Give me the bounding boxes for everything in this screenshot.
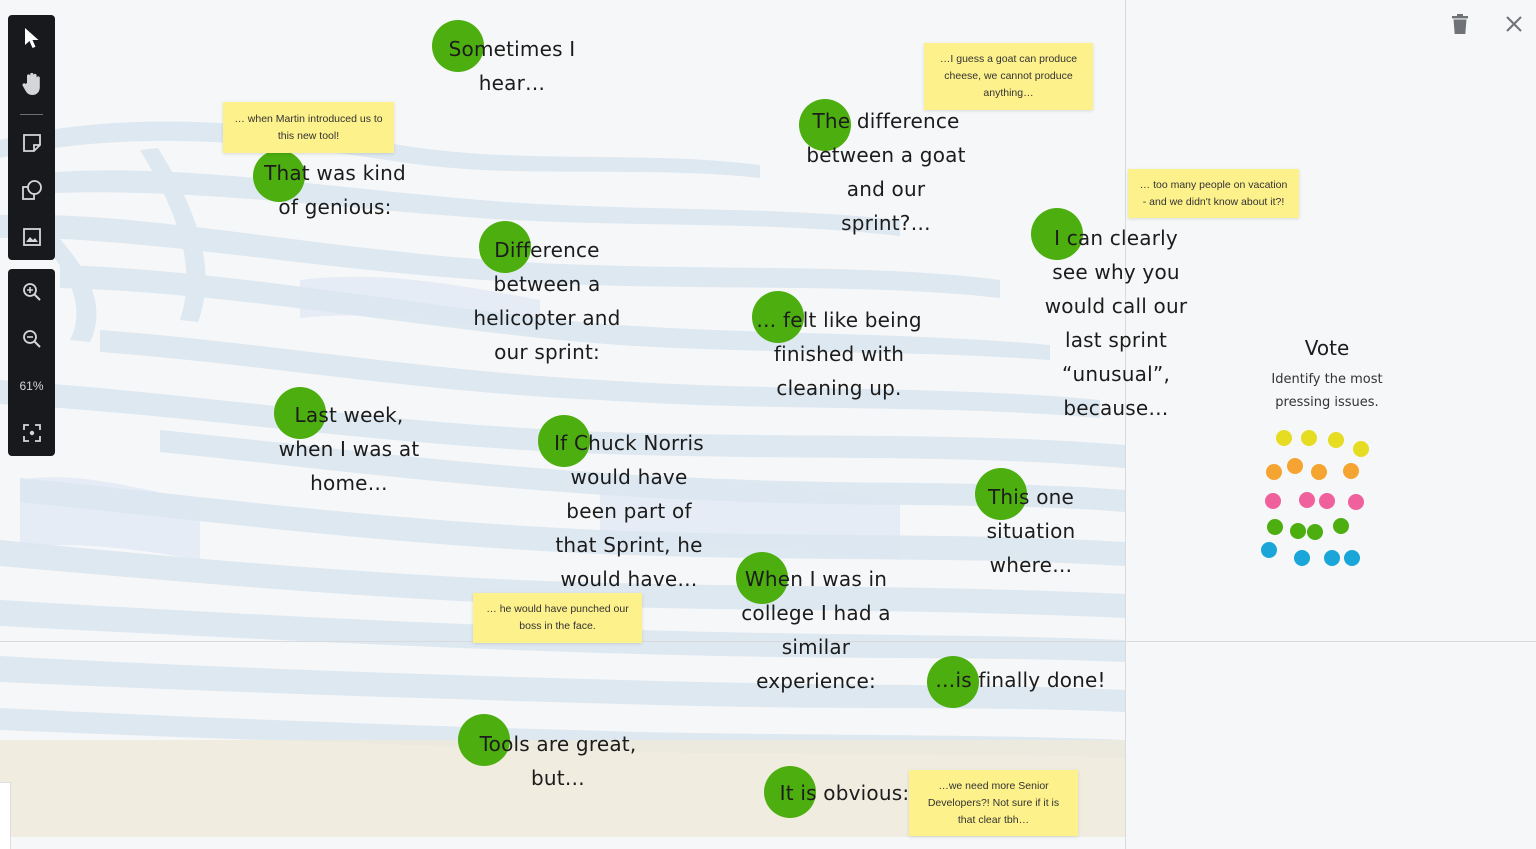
phrase-card[interactable]: This one situation where…	[986, 485, 1076, 577]
vote-dot-orange[interactable]	[1287, 458, 1303, 474]
toolbar-separator	[20, 114, 43, 115]
phrase-card[interactable]: Last week, when I was at home…	[278, 403, 420, 495]
sticky-note[interactable]: … too many people on vacation - and we d…	[1128, 169, 1299, 218]
sticky-note[interactable]: …we need more Senior Developers?! Not su…	[909, 770, 1078, 836]
green-marker[interactable]	[752, 291, 804, 343]
trash-icon	[1452, 14, 1468, 34]
zoom-level[interactable]: 61%	[19, 379, 44, 393]
phrase-card[interactable]: The difference between a goat and our sp…	[806, 109, 966, 235]
zoom-out-button[interactable]	[8, 320, 55, 358]
fit-to-screen-button[interactable]	[8, 414, 55, 452]
image-tool[interactable]	[8, 218, 55, 256]
green-marker[interactable]	[479, 221, 531, 273]
vote-dot-pink[interactable]	[1299, 492, 1315, 508]
vote-dot-green[interactable]	[1333, 518, 1349, 534]
phrase-card[interactable]: Tools are great, but…	[479, 732, 637, 790]
horizontal-divider	[0, 641, 1536, 642]
vote-dot-yellow[interactable]	[1276, 430, 1292, 446]
pointer-icon	[24, 28, 38, 48]
vote-dot-blue[interactable]	[1261, 542, 1277, 558]
vote-dot-pink[interactable]	[1348, 494, 1364, 510]
sticky-note[interactable]: … he would have punched our boss in the …	[473, 593, 642, 643]
green-marker[interactable]	[274, 387, 326, 439]
zoom-in-button[interactable]	[8, 273, 55, 311]
green-marker[interactable]	[1031, 208, 1083, 260]
close-icon	[1506, 16, 1522, 32]
vote-dot-pink[interactable]	[1319, 493, 1335, 509]
green-marker[interactable]	[432, 20, 484, 72]
vote-dot-blue[interactable]	[1294, 550, 1310, 566]
vote-dot-orange[interactable]	[1311, 464, 1327, 480]
vote-title: Vote	[1304, 336, 1350, 360]
offscreen-card-edge	[0, 782, 11, 849]
green-marker[interactable]	[764, 766, 816, 818]
view-toolbar: 61%	[8, 269, 55, 456]
phrase-card[interactable]: When I was in college I had a similar ex…	[741, 567, 891, 693]
phrase-card[interactable]: It is obvious:	[779, 781, 910, 805]
close-button[interactable]	[1502, 12, 1526, 36]
sticky-note[interactable]: … when Martin introduced us to this new …	[223, 102, 394, 153]
green-marker[interactable]	[253, 150, 305, 202]
phrase-card[interactable]: If Chuck Norris would have been part of …	[554, 431, 704, 591]
main-toolbar	[8, 15, 55, 260]
shapes-icon	[21, 180, 42, 200]
green-marker[interactable]	[736, 552, 788, 604]
zoom-in-icon	[22, 283, 41, 301]
pan-tool[interactable]	[8, 65, 55, 103]
vote-dot-orange[interactable]	[1266, 464, 1282, 480]
sticky-note-tool[interactable]	[8, 124, 55, 162]
vote-dot-yellow[interactable]	[1328, 432, 1344, 448]
fit-screen-icon	[22, 424, 41, 442]
phrase-card[interactable]: Difference between a helicopter and our …	[473, 238, 621, 364]
vote-subtitle: Identify the most pressing issues.	[1271, 372, 1383, 410]
phrase-card[interactable]: Sometimes I hear…	[448, 37, 576, 95]
phrase-card[interactable]: … felt like being finished with cleaning…	[756, 308, 922, 400]
green-marker[interactable]	[975, 468, 1027, 520]
phrase-card[interactable]: That was kind of genious:	[264, 161, 406, 219]
vote-dot-yellow[interactable]	[1353, 441, 1369, 457]
shapes-tool[interactable]	[8, 171, 55, 209]
vote-dot-pink[interactable]	[1265, 493, 1281, 509]
delete-button[interactable]	[1448, 12, 1472, 36]
vote-dot-orange[interactable]	[1343, 463, 1359, 479]
zoom-out-icon	[22, 330, 41, 348]
vote-dot-blue[interactable]	[1324, 550, 1340, 566]
select-tool[interactable]	[8, 19, 55, 57]
vote-dot-green[interactable]	[1267, 519, 1283, 535]
sticky-note[interactable]: …I guess a goat can produce cheese, we c…	[924, 43, 1093, 110]
vote-dot-yellow[interactable]	[1301, 430, 1317, 446]
vote-dot-blue[interactable]	[1344, 550, 1360, 566]
phrase-card[interactable]: I can clearly see why you would call our…	[1044, 226, 1188, 420]
vote-dot-green[interactable]	[1290, 523, 1306, 539]
image-icon	[22, 228, 41, 246]
phrase-card[interactable]: …is finally done!	[935, 668, 1106, 692]
hand-icon	[21, 72, 40, 95]
vote-dot-green[interactable]	[1307, 524, 1323, 540]
green-marker[interactable]	[799, 99, 851, 151]
green-marker[interactable]	[458, 714, 510, 766]
green-marker[interactable]	[538, 415, 590, 467]
sticky-note-icon	[22, 134, 41, 152]
green-marker[interactable]	[927, 656, 979, 708]
vertical-divider	[1125, 0, 1126, 849]
